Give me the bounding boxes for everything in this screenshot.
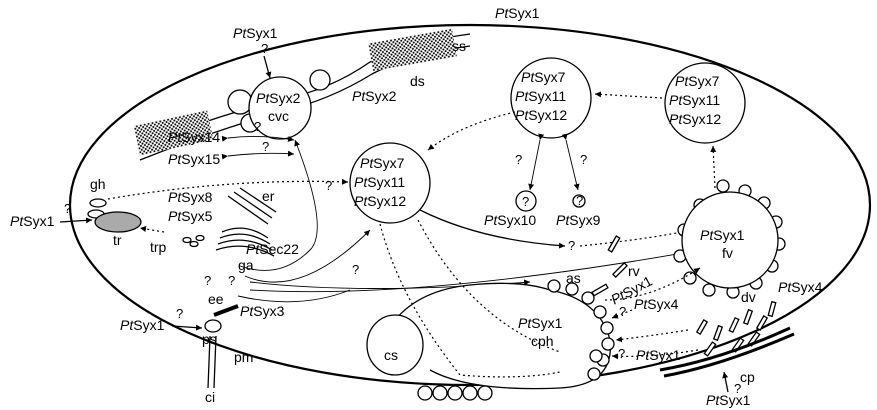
ve-left-3: PtSyx12 [354, 193, 406, 209]
ps-syx1-label: PtSyx1 [120, 317, 165, 333]
cs-abbrev: cs [384, 347, 398, 363]
tr-q: ? [64, 201, 71, 216]
tr-syx1-label: PtSyx1 [10, 213, 55, 229]
ve-right-2: PtSyx11 [669, 92, 720, 108]
q-left-path: ? [352, 262, 359, 277]
cvc-syx1-label: PtSyx1 [233, 25, 278, 41]
cell-syx1-top: Syx1 [508, 5, 539, 21]
cph-syx1-label: PtSyx1 [518, 315, 563, 331]
cp-q-left: ? [618, 346, 625, 361]
cvc-q: ? [261, 41, 268, 56]
q-syx10: ? [515, 152, 522, 167]
syx15-q: ? [262, 139, 269, 154]
cvc-syx2-label: PtSyx2 [256, 90, 301, 106]
fv-syx1-label: PtSyx1 [700, 227, 745, 243]
pt-prefix: Pt [495, 5, 509, 21]
ve-top-2: PtSyx11 [515, 88, 566, 104]
ve-right-3: PtSyx12 [669, 111, 721, 127]
syx8-label: PtSyx8 [168, 189, 213, 205]
cp-syx1-label: PtSyx1 [636, 347, 681, 363]
syx10-label: PtSyx10 [484, 212, 536, 228]
syx15-label: PtSyx15 [168, 151, 220, 167]
ve-left-2: PtSyx11 [354, 174, 405, 190]
ga-q1: ? [204, 273, 211, 288]
q-syx4: ? [619, 304, 626, 319]
bottom-vesicles [418, 386, 492, 400]
ve-top-1: PtSyx7 [521, 69, 566, 85]
syx10-inner: ? [522, 194, 529, 209]
syx3-label: PtSyx3 [240, 303, 285, 319]
syx5-label: PtSyx5 [168, 208, 213, 224]
gh-abbrev: gh [90, 176, 106, 192]
syx14-q: ? [254, 119, 261, 134]
trichocyst [95, 212, 141, 232]
syx9-inner: ? [576, 193, 583, 208]
ga-q2: ? [228, 273, 235, 288]
syx9-label: PtSyx9 [556, 212, 601, 228]
ee-abbrev: ee [208, 291, 224, 307]
syx14-label: PtSyx14 [168, 129, 220, 145]
dv-abbrev: dv [741, 289, 756, 305]
trp-abbrev: trp [150, 239, 167, 255]
cp-bottom-syx1-label: PtSyx1 [706, 392, 751, 408]
syx4-dv-label: PtSyx4 [778, 279, 823, 295]
svg-text:PtSyx1: PtSyx1 [495, 5, 540, 21]
cp-abbrev: cp [740, 369, 755, 385]
sec22-label: PtSec22 [246, 241, 299, 257]
fv-abbrev: fv [722, 245, 733, 261]
q-path-center: ? [568, 238, 575, 253]
ds-syx2-label: PtSyx2 [352, 88, 397, 104]
syx4-cph-label: PtSyx4 [634, 296, 679, 312]
ps-q: ? [176, 306, 183, 321]
ci-abbrev: ci [205, 389, 215, 405]
pm-abbrev: pm [234, 349, 253, 365]
ds-abbrev: ds [410, 73, 425, 89]
er-abbrev: er [262, 188, 275, 204]
as-abbrev: as [566, 270, 581, 286]
cvc-abbrev: cvc [268, 108, 289, 124]
cytostome [367, 315, 423, 375]
ve-right-1: PtSyx7 [675, 73, 720, 89]
q-syx9: ? [580, 152, 587, 167]
ve-top-3: PtSyx12 [515, 107, 567, 123]
ve-left-1: PtSyx7 [360, 155, 405, 171]
q-cvc-path: ? [325, 178, 332, 193]
tr-abbrev: tr [113, 232, 122, 248]
ga-abbrev: ga [238, 257, 254, 273]
ss-abbrev: ss [452, 38, 466, 54]
